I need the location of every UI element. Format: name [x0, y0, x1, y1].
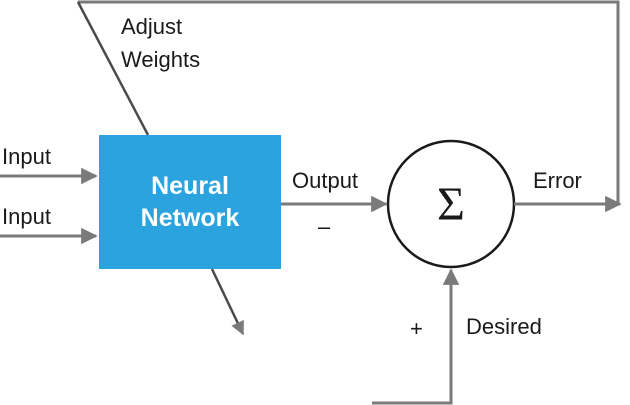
plus-sign: + — [410, 316, 423, 341]
weights-label: Weights — [121, 47, 201, 72]
box-line2: Network — [140, 204, 240, 232]
input-label-top: Input — [2, 144, 51, 169]
minus-sign: – — [318, 214, 331, 239]
desired-label: Desired — [466, 314, 542, 339]
neural-network-box: Neural Network — [99, 135, 281, 269]
desired-arrow — [372, 268, 460, 405]
feedback-line — [78, 0, 620, 204]
output-label: Output — [292, 168, 359, 193]
box-line1: Neural — [151, 172, 229, 200]
error-label: Error — [533, 168, 582, 193]
adjust-label: Adjust — [121, 14, 183, 39]
adjust-weights-line — [76, 1, 150, 136]
adjust-weights-arrow — [210, 268, 245, 336]
input-label-bottom: Input — [2, 204, 51, 229]
sigma-symbol: Σ — [437, 177, 465, 231]
